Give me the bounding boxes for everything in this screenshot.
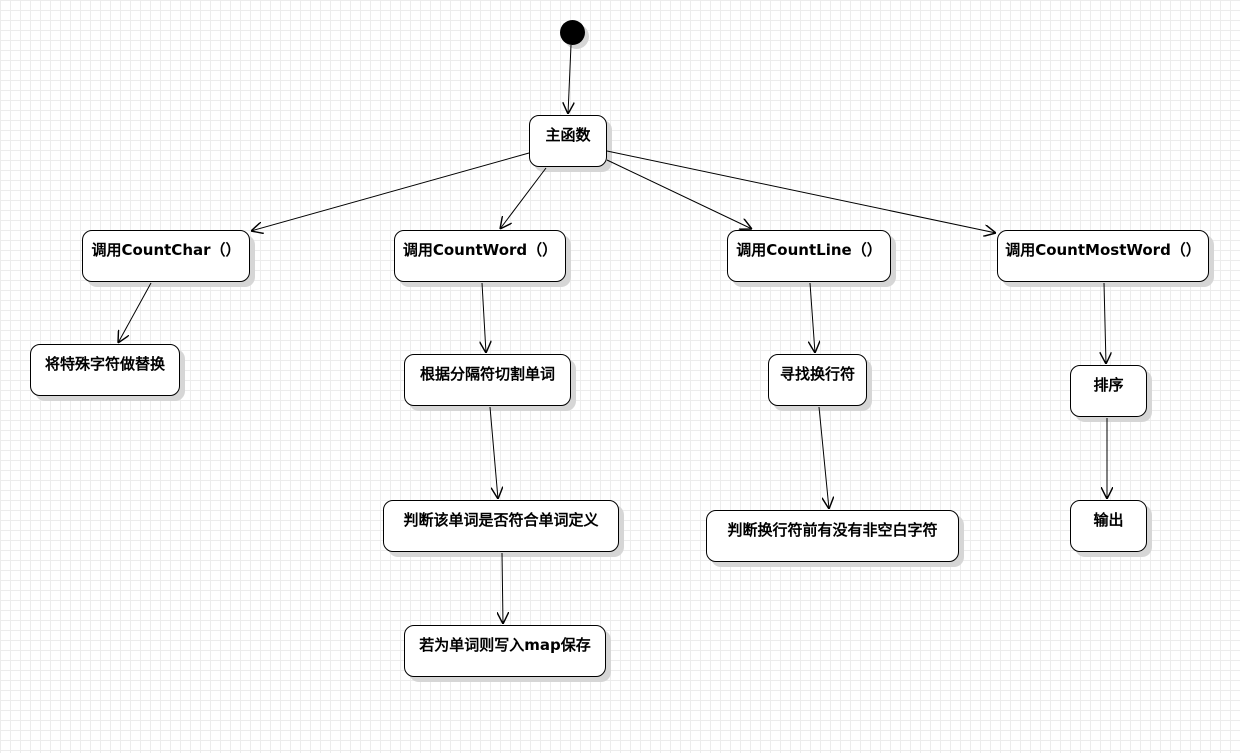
edge-main-to-countmostword: [606, 150, 996, 233]
node-output: 输出: [1070, 500, 1147, 552]
node-check-word: 判断该单词是否符合单词定义: [383, 500, 619, 552]
initial-node: [560, 20, 585, 45]
edge-start-to-main: [568, 44, 571, 114]
node-call-countmostword: 调用CountMostWord（）: [997, 230, 1209, 282]
node-main: 主函数: [529, 115, 607, 167]
node-call-countline: 调用CountLine（）: [727, 230, 891, 282]
node-check-nonblank: 判断换行符前有没有非空白字符: [706, 510, 959, 562]
edge-countline-to-find: [810, 282, 815, 353]
edge-countchar-to-replace: [118, 282, 152, 343]
edge-countmost-to-sort: [1104, 282, 1106, 364]
node-save-map: 若为单词则写入map保存: [404, 625, 606, 677]
edge-check-to-save: [502, 552, 503, 624]
edge-countword-to-split: [482, 282, 486, 353]
node-call-countchar: 调用CountChar（）: [82, 230, 250, 282]
edge-find-to-checknonblank: [818, 406, 829, 509]
edge-main-to-countchar: [251, 152, 530, 231]
edge-main-to-countword: [500, 167, 547, 229]
node-replace-special-chars: 将特殊字符做替换: [30, 344, 180, 396]
node-call-countword: 调用CountWord（）: [394, 230, 566, 282]
node-sort: 排序: [1070, 365, 1147, 417]
node-split-words: 根据分隔符切割单词: [404, 354, 571, 406]
node-find-newline: 寻找换行符: [768, 354, 867, 406]
edge-main-to-countline: [606, 159, 752, 229]
edge-split-to-check: [489, 406, 498, 499]
